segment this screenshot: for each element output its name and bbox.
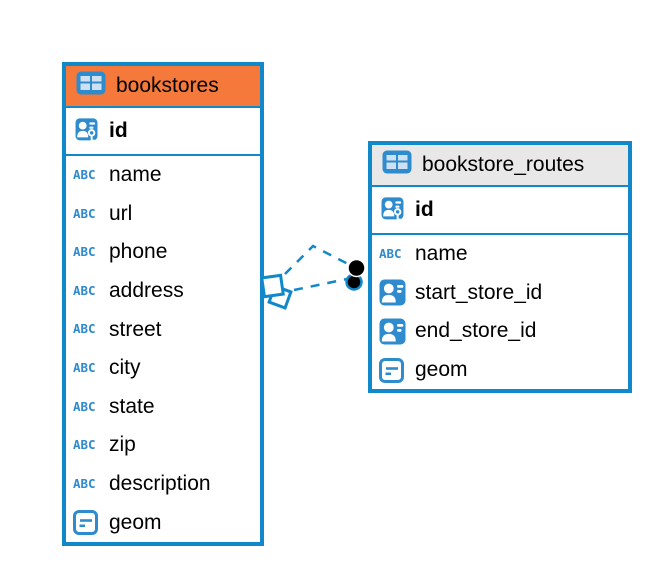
column-name: start_store_id <box>415 280 543 304</box>
text-icon: ABC <box>73 169 109 182</box>
text-icon: ABC <box>379 248 415 261</box>
column-row-id[interactable]: id <box>372 187 628 235</box>
primary-key-icon <box>379 196 415 224</box>
table-title: bookstore_routes <box>422 153 585 176</box>
column-row-name[interactable]: ABC name <box>372 235 628 274</box>
column-name: city <box>109 356 141 380</box>
column-name: geom <box>415 358 468 382</box>
entity-table-bookstores[interactable]: bookstores id ABC name ABC url ABC phone… <box>62 62 264 546</box>
text-icon: ABC <box>73 282 109 298</box>
entity-table-bookstore_routes[interactable]: bookstore_routes id ABC name start_store… <box>368 141 632 394</box>
text-icon: ABC <box>73 398 109 414</box>
text-icon-glyph: ABC <box>73 244 96 260</box>
geometry-icon <box>379 357 415 383</box>
column-row-geom[interactable]: geom <box>66 503 260 542</box>
column-name: url <box>109 201 133 225</box>
column-name: end_store_id <box>415 319 537 343</box>
column-name: description <box>109 472 211 496</box>
column-name: name <box>415 242 468 266</box>
column-row-zip[interactable]: ABC zip <box>66 426 260 465</box>
foreign-key-icon <box>379 279 415 306</box>
relationship-line-start-store[interactable] <box>284 244 353 275</box>
column-name: name <box>109 163 162 187</box>
table-columns: id ABC name start_store_id end_store_id … <box>372 187 628 389</box>
column-row-id[interactable]: id <box>66 108 260 156</box>
table-icon <box>76 71 106 101</box>
column-row-phone[interactable]: ABC phone <box>66 233 260 272</box>
table-title: bookstores <box>116 74 219 97</box>
table-icon <box>382 150 412 180</box>
overlapping-squares-icon[interactable] <box>260 273 293 310</box>
text-icon-glyph: ABC <box>73 167 96 183</box>
column-row-city[interactable]: ABC city <box>66 349 260 388</box>
text-icon: ABC <box>73 475 109 491</box>
table-columns: id ABC name ABC url ABC phone ABC addres… <box>66 108 260 542</box>
table-header[interactable]: bookstores <box>66 66 260 108</box>
text-icon: ABC <box>73 246 109 259</box>
column-row-address[interactable]: ABC address <box>66 272 260 311</box>
text-icon: ABC <box>73 439 109 452</box>
column-name: id <box>415 198 434 221</box>
filled-dot-icon[interactable] <box>345 258 366 291</box>
column-row-state[interactable]: ABC state <box>66 388 260 427</box>
primary-key-icon <box>73 117 109 145</box>
table-header[interactable]: bookstore_routes <box>372 145 628 187</box>
column-name: zip <box>109 433 136 457</box>
text-icon-glyph: ABC <box>73 475 96 491</box>
text-icon-glyph: ABC <box>73 321 96 337</box>
column-name: id <box>109 119 128 142</box>
column-name: street <box>109 317 162 341</box>
column-row-description[interactable]: ABC description <box>66 465 260 504</box>
column-name: geom <box>109 510 162 534</box>
column-row-name[interactable]: ABC name <box>66 156 260 195</box>
text-icon-glyph: ABC <box>73 205 96 221</box>
column-name: state <box>109 394 155 418</box>
text-icon: ABC <box>73 362 109 375</box>
column-row-start_store_id[interactable]: start_store_id <box>372 274 628 313</box>
text-icon-glyph: ABC <box>73 360 96 376</box>
column-name: phone <box>109 240 168 264</box>
column-row-geom[interactable]: geom <box>372 351 628 390</box>
text-icon-glyph: ABC <box>73 398 96 414</box>
text-icon: ABC <box>73 205 109 221</box>
relationship-line-end-store[interactable] <box>293 277 348 292</box>
text-icon: ABC <box>73 323 109 336</box>
text-icon-glyph: ABC <box>73 437 96 453</box>
foreign-key-icon <box>379 318 415 345</box>
text-icon-glyph: ABC <box>379 246 402 262</box>
column-row-street[interactable]: ABC street <box>66 310 260 349</box>
column-row-url[interactable]: ABC url <box>66 195 260 234</box>
geometry-icon <box>73 510 109 536</box>
column-name: address <box>109 279 184 303</box>
column-row-end_store_id[interactable]: end_store_id <box>372 312 628 351</box>
text-icon-glyph: ABC <box>73 282 96 298</box>
